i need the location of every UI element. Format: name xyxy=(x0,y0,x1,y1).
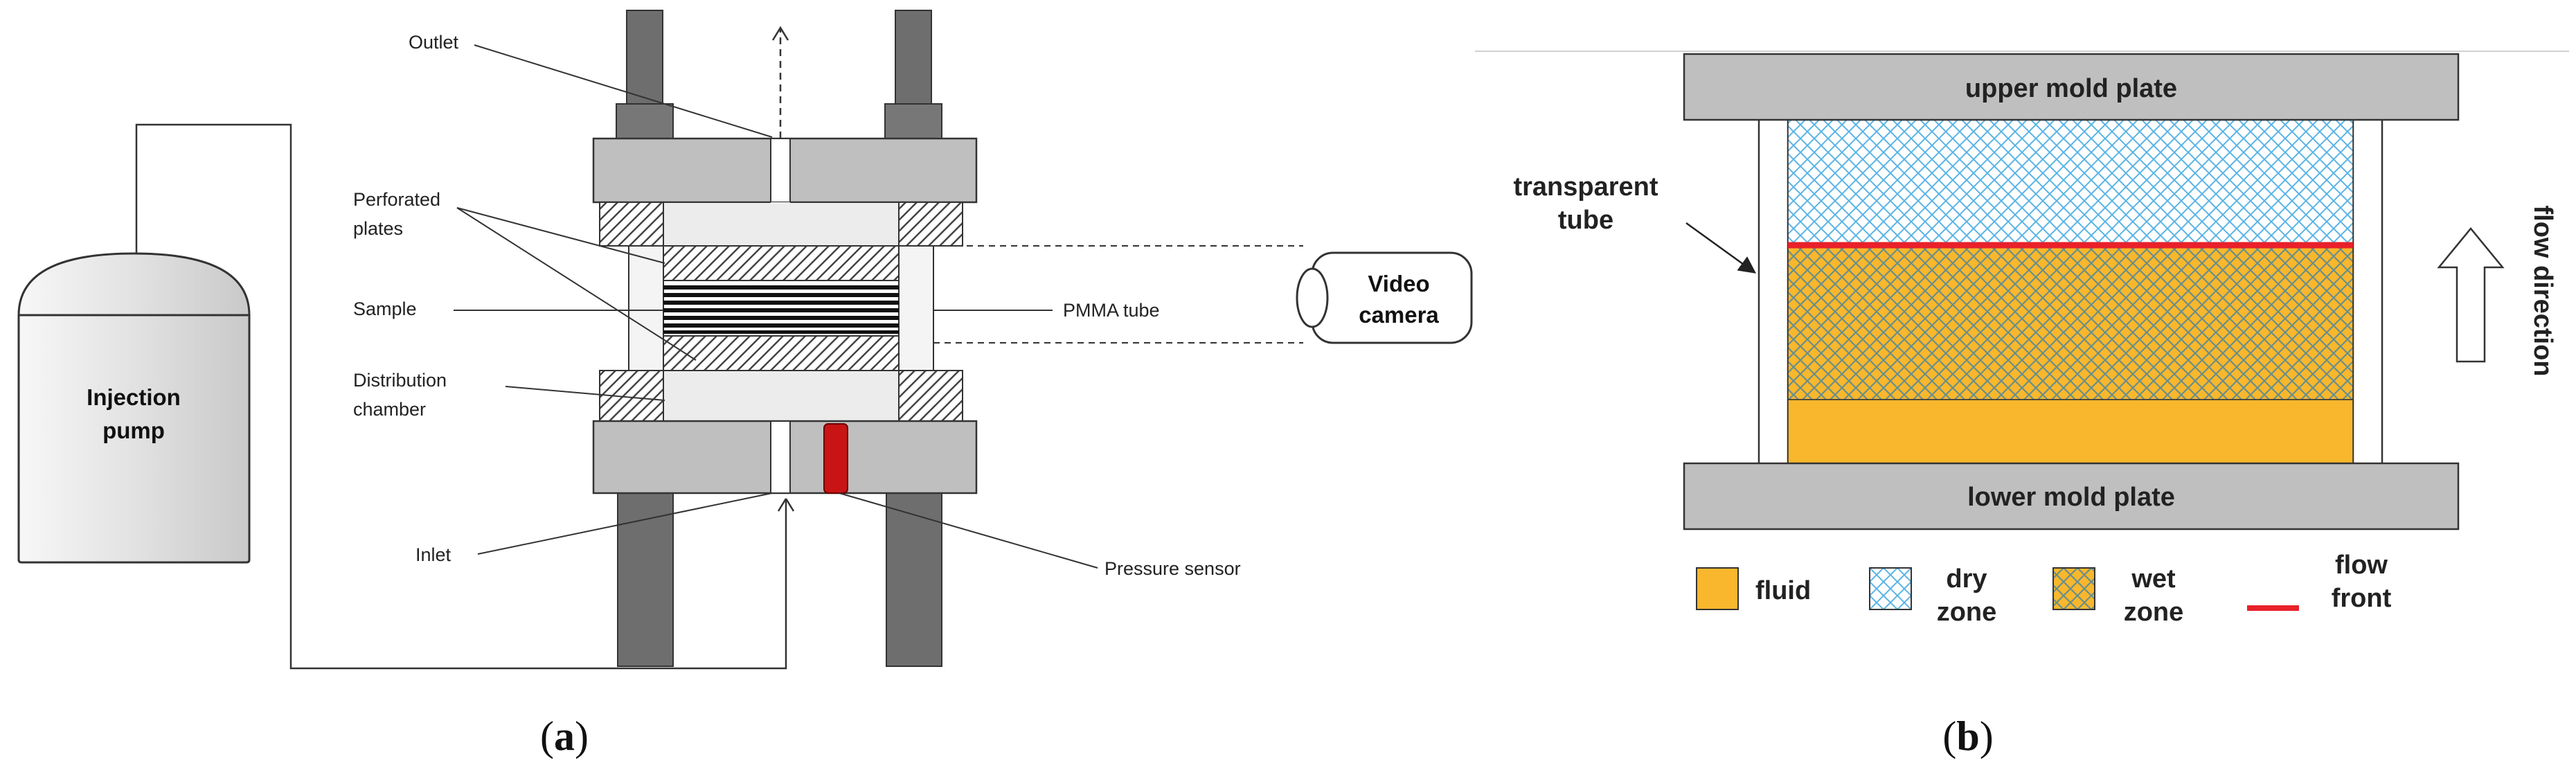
legend-label-fluid: fluid xyxy=(1755,576,1811,605)
legend-label-wet-line1: wet xyxy=(2131,564,2176,594)
video-camera: Video camera xyxy=(1296,251,1473,344)
sample-stack xyxy=(663,280,900,337)
wet-zone xyxy=(1787,243,2354,400)
injection-pump-tank: Injection pump xyxy=(17,252,251,564)
transparent-tube-arrow xyxy=(1685,222,1757,274)
distribution-chamber xyxy=(663,370,900,422)
hatched-block-ur xyxy=(898,202,963,247)
outlet-arrowhead xyxy=(771,26,789,41)
tube-wall-left xyxy=(1757,118,1789,465)
rod-right-bottom xyxy=(886,492,942,667)
pressure-leader xyxy=(839,492,1098,569)
tube-wall-right xyxy=(2352,118,2383,465)
label-perforated-line2: plates xyxy=(353,218,403,239)
fluid-zone xyxy=(1787,399,2354,465)
pmma-tube-right-wall xyxy=(898,245,934,371)
inlet-leader xyxy=(477,492,773,555)
outlet-channel-inner xyxy=(771,202,790,246)
upper-mold-plate xyxy=(1683,53,2460,121)
inlet-arrowhead-right xyxy=(785,498,795,512)
label-upper-mold-plate: upper mold plate xyxy=(1965,74,2177,103)
label-sample: Sample xyxy=(353,299,417,319)
label-transparent-tube-line2: tube xyxy=(1558,206,1613,235)
label-perforated-line1: Perforated xyxy=(353,189,440,210)
label-distribution-line1: Distribution xyxy=(353,370,447,391)
rod-left-bottom xyxy=(617,492,674,667)
legend-label-flow-front-line1: flow xyxy=(2335,551,2388,580)
nut-left-top xyxy=(616,103,674,141)
label-outlet: Outlet xyxy=(409,32,459,53)
inlet-channel xyxy=(770,420,791,494)
pump-label-line1: Injection xyxy=(87,384,181,410)
legend-label-flow-front-line2: front xyxy=(2332,584,2392,613)
label-flow-direction: flow direction xyxy=(2528,206,2557,377)
hatched-block-ul xyxy=(599,202,664,247)
legend: fluid dry zone wet zone flow front xyxy=(1696,551,2392,627)
nut-right-top xyxy=(884,103,942,141)
caption-b: (b) xyxy=(1942,713,1993,759)
panel-b: upper mold plate lower mold plate transp… xyxy=(1475,51,2569,759)
feed-pipe xyxy=(135,123,787,670)
pressure-sensor xyxy=(823,423,848,494)
label-lower-mold-plate: lower mold plate xyxy=(1967,483,2175,512)
rod-left-top xyxy=(626,10,663,108)
distribution-leader xyxy=(505,386,665,401)
label-transparent-tube-line1: transparent xyxy=(1513,172,1658,202)
outlet-channel xyxy=(770,138,791,203)
legend-swatch-fluid xyxy=(1696,567,1739,610)
label-distribution-line2: chamber xyxy=(353,399,426,420)
hatched-block-lr xyxy=(898,370,963,422)
label-pressure-sensor: Pressure sensor xyxy=(1104,558,1241,579)
outlet-leader xyxy=(474,44,773,138)
lower-mold-plate xyxy=(1683,462,2460,531)
legend-label-dry-line2: zone xyxy=(1937,598,1997,627)
legend-swatch-wet xyxy=(2052,567,2095,610)
label-inlet: Inlet xyxy=(415,544,451,565)
camera-label-line1: Video xyxy=(1368,271,1429,296)
inlet-arrowhead-left xyxy=(777,498,787,512)
legend-swatch-dry xyxy=(1869,567,1912,610)
camera-label-line2: camera xyxy=(1359,302,1439,328)
upper-perforated-plate xyxy=(663,245,900,281)
perforated-leader-1 xyxy=(456,207,665,264)
pump-label-line2: pump xyxy=(102,418,165,443)
lower-perforated-plate xyxy=(663,335,900,371)
rod-right-top xyxy=(895,10,932,108)
label-pmma-tube: PMMA tube xyxy=(1063,300,1160,321)
perforated-leader-2 xyxy=(456,207,697,361)
legend-label-dry-line1: dry xyxy=(1946,564,1987,594)
legend-label-wet-line2: zone xyxy=(2124,598,2184,627)
flow-direction-arrow xyxy=(2437,227,2505,363)
caption-a: (a) xyxy=(540,713,589,759)
panel-a: Injection pump xyxy=(17,10,1473,759)
dry-zone xyxy=(1787,118,2354,244)
pmma-tube-left-wall xyxy=(628,245,664,371)
